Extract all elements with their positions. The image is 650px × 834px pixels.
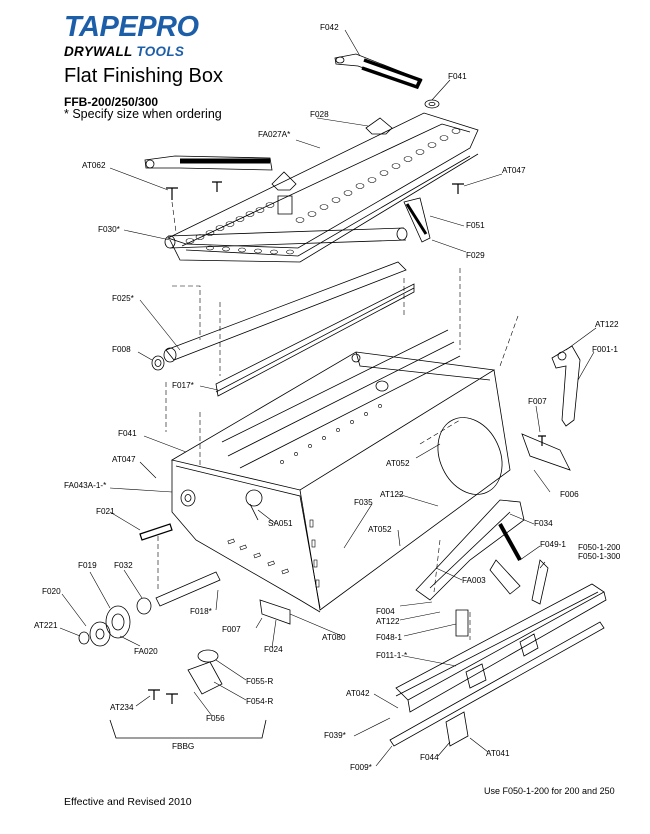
part-label: F051 (466, 221, 485, 230)
knob-sa051-drawing (245, 489, 263, 507)
page-title: Flat Finishing Box (64, 65, 223, 87)
part-label: AT080 (322, 633, 346, 642)
part-label: F025* (112, 294, 135, 303)
part-label: AT052 (386, 459, 410, 468)
part-label: AT052 (368, 525, 392, 534)
part-label: F054-R (246, 697, 273, 706)
model-numbers: FFB-200/250/300 (64, 95, 159, 109)
part-label: F056 (206, 714, 225, 723)
pin-f051-drawing (403, 197, 431, 243)
part-label: F041 (118, 429, 137, 438)
part-label: F020 (42, 587, 61, 596)
part-label: F042 (320, 23, 339, 32)
part-label: F008 (112, 345, 131, 354)
bracket-hole-row (185, 128, 461, 255)
blade-f009-drawing (389, 621, 605, 747)
part-label: AT122 (376, 617, 400, 626)
part-label: F048-1 (376, 633, 402, 642)
part-label: AT041 (486, 749, 510, 758)
bracket-f006-drawing (521, 433, 571, 471)
part-label: FA043A-1-* (64, 481, 107, 490)
part-label: F004 (376, 607, 395, 616)
handle-left-drawing (144, 155, 273, 171)
part-label: AT122 (380, 490, 404, 499)
part-label: F044 (420, 753, 439, 762)
part-label: F017* (172, 381, 195, 390)
part-label: F049-1 (540, 540, 566, 549)
ordering-note: * Specify size when ordering (64, 107, 222, 121)
part-label: F041 (448, 72, 467, 81)
part-label: F006 (560, 490, 579, 499)
wing-nuts-drawing (271, 117, 393, 215)
part-label: F034 (534, 519, 553, 528)
tube-f030-drawing (164, 227, 408, 249)
part-label: AT221 (34, 621, 58, 630)
brand-name: TAPEPRO (64, 11, 199, 43)
part-labels: F042 F041 F028 FA027A* AT062 AT047 F030*… (34, 23, 621, 772)
part-label: F050-1-200 (578, 543, 621, 552)
bearing-f008-drawing (151, 355, 165, 371)
part-label: AT047 (112, 455, 136, 464)
part-label: AT234 (110, 703, 134, 712)
part-label: F018* (190, 607, 213, 616)
part-label: F039* (324, 731, 347, 740)
part-label: AT122 (595, 320, 619, 329)
ring-f055-drawing (197, 649, 219, 663)
part-label: AT047 (502, 166, 526, 175)
alignment-lines (157, 201, 519, 640)
handle-f001-drawing (551, 345, 581, 427)
part-label: F028 (310, 110, 329, 119)
part-label: F001-1 (592, 345, 618, 354)
part-label: F009* (350, 763, 373, 772)
brand-tagline: DRYWALL TOOLS (64, 44, 199, 60)
bracket-f054-drawing (187, 661, 223, 695)
brand-logo: TAPEPRO DRYWALL TOOLS (64, 12, 199, 60)
pin-f048-drawing (455, 609, 469, 637)
part-label: F032 (114, 561, 133, 570)
brand-sub-2: TOOLS (136, 44, 185, 59)
footer-note-left: Effective and Revised 2010 (64, 796, 192, 808)
box-body-drawing (170, 329, 511, 613)
part-label: F007 (528, 397, 547, 406)
part-label: FA020 (134, 647, 158, 656)
fbbg-group-bracket (109, 719, 267, 739)
blade-f017-drawing (215, 283, 415, 397)
pin-f049-drawing (531, 559, 549, 605)
part-label: F030* (98, 225, 121, 234)
part-label: F024 (264, 645, 283, 654)
plate-f044-drawing (445, 711, 469, 747)
part-label: F007 (222, 625, 241, 634)
rod-f025-drawing (163, 261, 407, 363)
footer-note-right: Use F050-1-200 for 200 and 250 (484, 786, 615, 796)
wheel-fa020-drawing (78, 597, 152, 647)
part-label: F029 (466, 251, 485, 260)
part-label: FA003 (462, 576, 486, 585)
leader-lines (59, 29, 597, 767)
spring-f034-drawing (498, 523, 522, 561)
top-bracket-fa027a-drawing (166, 112, 479, 263)
nut-f041-drawing (424, 99, 440, 109)
part-label: F055-R (246, 677, 273, 686)
part-label: F021 (96, 507, 115, 516)
plate-f024-drawing (259, 599, 291, 625)
arm-fa003-drawing (415, 499, 525, 601)
rod-f018-drawing (155, 571, 221, 607)
box-slot-holes (227, 519, 320, 588)
part-label: AT062 (82, 161, 106, 170)
part-label: F011-1-* (376, 651, 408, 660)
part-label: SA051 (268, 519, 293, 528)
part-label: F035 (354, 498, 373, 507)
handle-f042-drawing (334, 53, 423, 90)
part-label: FA027A* (258, 130, 291, 139)
blade-holder-f011-drawing (395, 583, 607, 713)
part-label: F019 (78, 561, 97, 570)
part-label: F050-1-300 (578, 552, 621, 561)
part-label: AT042 (346, 689, 370, 698)
brand-sub-1: DRYWALL (64, 44, 133, 59)
part-label: FBBG (172, 742, 194, 751)
